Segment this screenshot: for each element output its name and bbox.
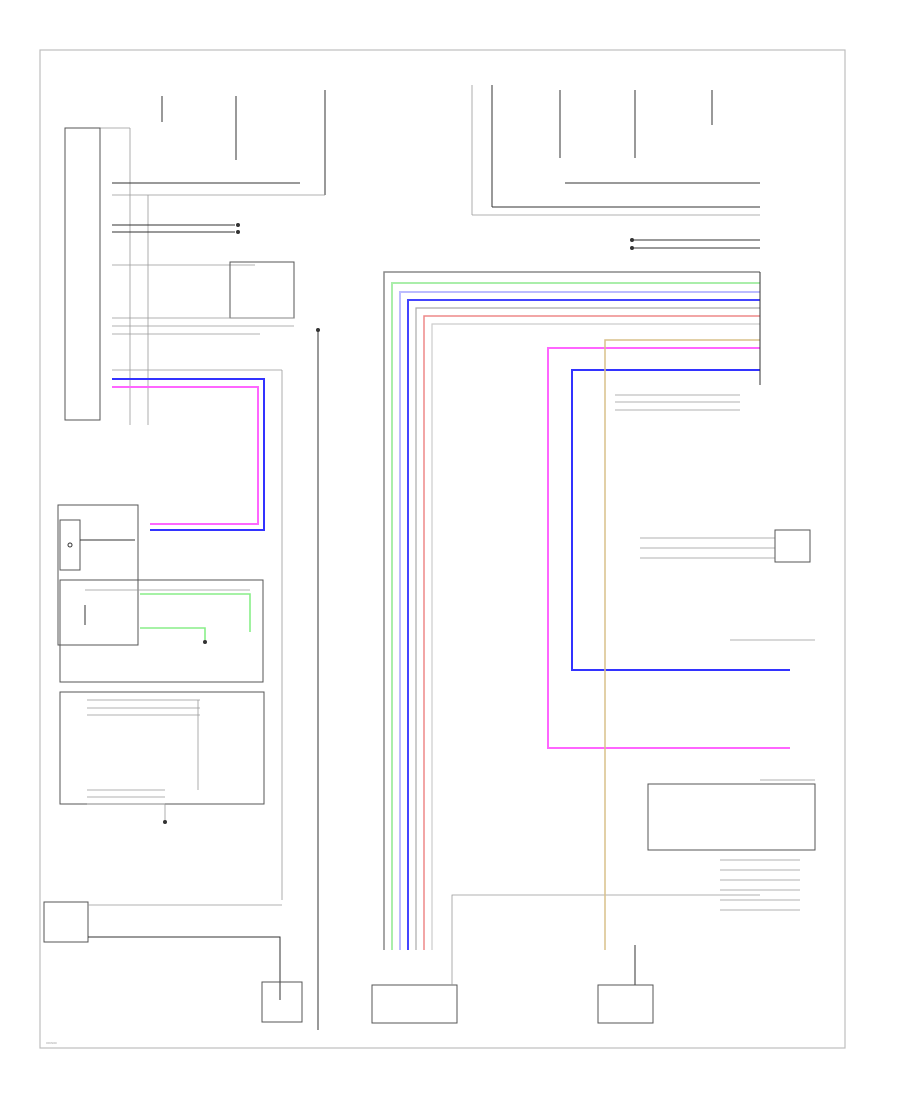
diagram-border <box>39 49 846 1049</box>
module-boxes-left <box>59 691 265 824</box>
relay-box <box>112 261 320 1030</box>
colored-signal-bus <box>371 271 760 1024</box>
top-right-power-feeds <box>471 85 760 250</box>
bottom-left-switch <box>43 901 303 1023</box>
right-signal-lines <box>547 272 790 1024</box>
combination-meter-connector <box>64 127 101 421</box>
top-left-power-feeds <box>65 90 326 425</box>
switch-assembly-left <box>57 504 264 683</box>
right-components <box>615 394 816 911</box>
left-signal-pair <box>112 369 283 900</box>
footer-code: OIKN00 <box>46 1041 57 1045</box>
